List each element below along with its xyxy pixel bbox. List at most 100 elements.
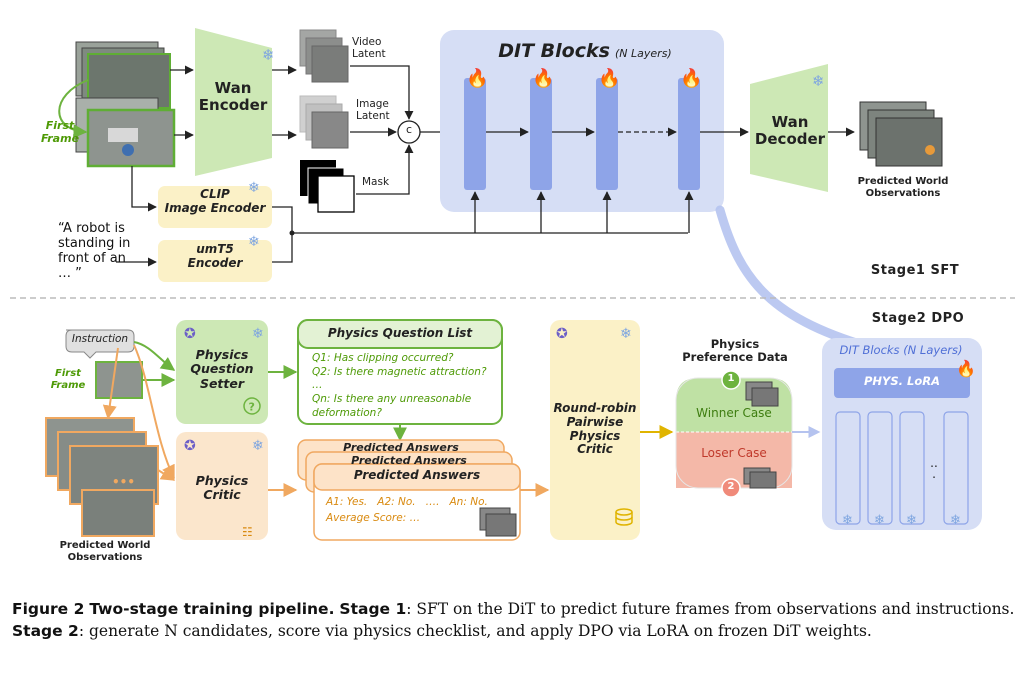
stage-transfer-arrow — [715, 205, 885, 355]
snowflake-icon: ❄ — [248, 180, 260, 196]
answer-thumbnail — [479, 507, 517, 537]
database-icon — [615, 508, 633, 526]
stage2-label: Stage2 DPO — [871, 311, 965, 326]
predicted-answers-stack — [297, 439, 521, 541]
frozen-dit-layers — [835, 411, 969, 525]
snowflake-icon: ❄ — [252, 438, 264, 454]
round-robin-label: Round-robin Pairwise Physics Critic — [553, 401, 637, 457]
svg-text:🔥: 🔥 — [466, 67, 488, 89]
winner-case-label: Winner Case — [696, 406, 772, 420]
first-frame-thumb — [95, 361, 143, 399]
stage2-caption-text: : generate N candidates, score via physi… — [78, 622, 872, 641]
predicted-observations-label-2: Predicted World Observations — [59, 540, 151, 563]
predicted-answers-title: Predicted Answers — [353, 468, 481, 482]
mask-stack — [300, 160, 355, 213]
first-frame-label: First Frame — [40, 119, 80, 145]
figure-number: Figure 2 — [12, 600, 85, 618]
predicted-answers-title-back2: Predicted Answers — [343, 441, 459, 454]
question-item: Q2: Is there magnetic attraction? — [312, 365, 487, 378]
phys-lora-block — [834, 368, 970, 398]
dit-layer-blocks — [464, 78, 700, 190]
dit-title-layers: (N Layers) — [615, 47, 672, 60]
first-frame-label-2: First Frame — [50, 368, 86, 391]
stage1-label: Stage1 SFT — [870, 263, 960, 278]
fire-icon: 🔥 — [956, 359, 976, 378]
instruction-label: Instruction — [71, 333, 129, 345]
svg-text:🔥: 🔥 — [532, 67, 554, 89]
average-score: Average Score: … — [326, 512, 421, 524]
question-icon — [243, 397, 261, 415]
question-list-items: Q1: Has clipping occurred? Q2: Is there … — [312, 352, 498, 420]
question-setter-label: Physics Question Setter — [190, 347, 254, 391]
answer-line: A1: Yes. A2: No. …. An: No. — [326, 496, 488, 508]
question-item: … — [312, 379, 323, 392]
critic-label: Physics Critic — [195, 473, 249, 503]
snowflake-icon: ❄ — [620, 326, 632, 342]
input-frames-stack — [75, 41, 176, 168]
question-list-title: Physics Question List — [327, 326, 473, 340]
clip-encoder-label: CLIP Image Encoder — [164, 187, 266, 215]
stage1-caption-text: : SFT on the DiT to predict future frame… — [406, 600, 1015, 618]
wan-encoder — [195, 28, 272, 176]
dit-blocks-container — [440, 30, 724, 212]
snowflake-icon: ❄ — [262, 46, 275, 64]
phys-lora-label: PHYS. LoRA — [863, 374, 941, 388]
svg-text:?: ? — [249, 401, 255, 414]
layer-ellipsis: .. . — [930, 456, 938, 481]
winner-thumbnail — [745, 381, 779, 407]
video-latent-label: Video Latent — [352, 36, 386, 61]
svg-text:🔥: 🔥 — [680, 67, 702, 89]
mask-label: Mask — [362, 176, 390, 188]
loser-number: 2 — [727, 481, 735, 492]
gear-icon: ✪ — [184, 438, 196, 454]
checklist-icon: ☷ — [242, 525, 253, 539]
stage2-caption-label: Stage 2 — [12, 622, 79, 641]
umt5-encoder — [158, 240, 272, 282]
wan-decoder-label: Wan Decoder — [754, 113, 826, 149]
snowflake-icon: ❄ — [812, 72, 825, 90]
snowflake-icon: ❄ — [248, 234, 260, 250]
prompt-text: “A robot is standing in front of an … ” — [58, 221, 131, 281]
predicted-observations-label: Predicted World Observations — [857, 176, 949, 199]
physics-critic — [176, 432, 268, 540]
svg-text:❄: ❄ — [906, 513, 917, 528]
loser-badge — [721, 478, 741, 498]
svg-text:❄: ❄ — [842, 513, 853, 528]
winner-badge — [721, 370, 741, 390]
umt5-encoder-label: umT5 Encoder — [187, 242, 243, 270]
svg-text:🔥: 🔥 — [598, 67, 620, 89]
svg-text:❄: ❄ — [874, 513, 885, 528]
loser-case-label: Loser Case — [701, 446, 767, 460]
gear-icon: ✪ — [556, 326, 568, 342]
preference-data-label: Physics Preference Data — [682, 337, 788, 365]
video-latent-stack — [299, 29, 349, 83]
question-item: Q1: Has clipping occurred? — [312, 352, 454, 364]
round-robin-critic — [550, 320, 640, 540]
dit-title-main: DIT Blocks — [498, 40, 610, 62]
physics-question-setter — [176, 320, 268, 424]
snowflake-icon: ❄ — [252, 326, 264, 342]
question-item: deformation? — [312, 406, 382, 419]
image-latent-stack — [299, 95, 349, 149]
loser-thumbnail — [743, 467, 777, 489]
wan-decoder — [750, 64, 828, 192]
svg-text:•••: ••• — [112, 475, 135, 489]
predicted-answers-title-back1: Predicted Answers — [351, 454, 467, 467]
stage1-caption-label: Stage 1 — [339, 600, 407, 618]
clip-image-encoder — [158, 186, 272, 228]
figure-caption: Figure 2 Two-stage training pipeline. St… — [12, 598, 1017, 643]
stage2-dit-title: DIT Blocks (N Layers) — [839, 343, 963, 357]
predicted-observations-stack — [45, 417, 159, 537]
winner-number: 1 — [727, 373, 735, 384]
predicted-frames-stack — [859, 101, 943, 167]
gear-icon: ✪ — [184, 326, 196, 342]
concat-label: c — [405, 123, 413, 136]
wan-encoder-label: Wan Encoder — [198, 79, 268, 115]
image-latent-label: Image Latent — [356, 98, 390, 123]
svg-text:❄: ❄ — [950, 513, 961, 528]
dit-title: DIT Blocks (N Layers) — [470, 40, 700, 62]
snowflake-icon: ❄ ❄ ❄ ❄ — [842, 513, 961, 528]
figure-title: Two-stage training pipeline. — [89, 600, 335, 618]
fire-icon: 🔥 🔥 🔥 🔥 — [466, 67, 702, 89]
